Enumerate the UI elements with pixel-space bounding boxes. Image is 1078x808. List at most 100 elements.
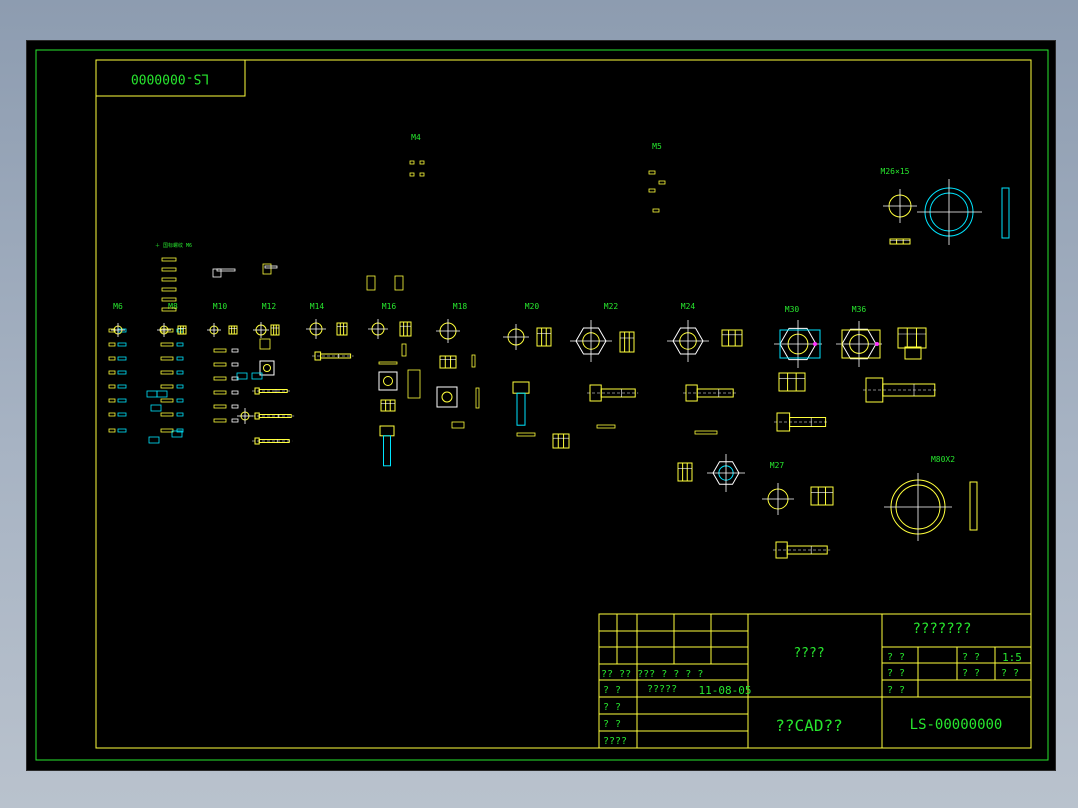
nut-side-view — [177, 325, 187, 335]
bolt-top-view — [306, 319, 326, 339]
small-part — [161, 257, 177, 262]
nut-side-view — [810, 486, 834, 506]
nut-side-view — [778, 372, 806, 392]
small-part — [694, 430, 718, 435]
small-part — [117, 342, 127, 347]
small-part — [475, 387, 480, 409]
size-label: M80X2 — [931, 455, 955, 464]
nut-side-view — [677, 462, 693, 482]
small-part — [231, 376, 239, 381]
size-label: M6 — [113, 302, 123, 311]
size-label: M30 — [785, 305, 800, 314]
m30-hex-box — [779, 329, 821, 359]
small-part — [176, 356, 184, 361]
small-part — [176, 342, 184, 347]
small-part — [409, 172, 415, 177]
small-part — [419, 160, 425, 165]
small-part — [160, 328, 174, 333]
small-part — [516, 432, 536, 437]
small-part — [394, 275, 404, 291]
square-nut-view — [436, 386, 458, 408]
title-drawing-no: LS-00000000 — [910, 717, 1003, 733]
small-part — [160, 370, 174, 375]
small-part — [176, 370, 184, 375]
size-label: M27 — [770, 461, 785, 470]
size-label: M4 — [411, 133, 421, 142]
small-part — [117, 398, 127, 403]
small-part — [108, 370, 116, 375]
hex-nut-top-view — [667, 320, 709, 362]
small-part — [161, 297, 177, 302]
small-part — [108, 356, 116, 361]
small-part — [108, 398, 116, 403]
small-part — [407, 369, 421, 399]
small-part — [148, 436, 160, 444]
small-part — [160, 342, 174, 347]
hex-nut-top-view — [707, 454, 745, 492]
small-part — [262, 263, 272, 275]
bolt-top-view — [436, 319, 460, 343]
stamp-box — [95, 59, 246, 97]
ring-side-view — [1001, 187, 1010, 239]
small-part — [160, 356, 174, 361]
bolt-top-view — [368, 319, 388, 339]
size-label: M24 — [681, 302, 696, 311]
small-part — [231, 362, 239, 367]
small-part — [176, 428, 184, 433]
small-part — [176, 384, 184, 389]
small-part — [648, 188, 656, 193]
bolt-vertical-view — [379, 425, 395, 467]
title-row-label-5: ???? — [603, 736, 627, 747]
small-part — [213, 376, 227, 381]
small-part — [160, 412, 174, 417]
hex-nut-top-view — [570, 320, 612, 362]
small-part — [213, 390, 227, 395]
bolt-top-view — [883, 189, 917, 223]
bolt-side-view — [252, 387, 291, 395]
small-part — [161, 287, 177, 292]
small-part — [108, 342, 116, 347]
size-label: M22 — [604, 302, 619, 311]
nut-side-view — [721, 329, 743, 347]
small-part — [150, 404, 162, 412]
bolt-side-view — [774, 412, 829, 432]
square-nut-view — [378, 371, 398, 391]
bolt-top-view — [207, 323, 221, 337]
small-part — [648, 170, 656, 175]
size-label: M8 — [168, 302, 178, 311]
title-cell-q1: ? ? — [887, 668, 905, 679]
thread-note: ＋ 国标螺纹 M6 — [155, 242, 192, 249]
title-cell-q3: ? ? — [1001, 668, 1019, 679]
title-row-label-3: ? ? — [603, 702, 621, 713]
bolt-side-view — [312, 351, 354, 361]
m36-marker — [875, 342, 879, 346]
nut-side-view — [270, 324, 280, 336]
size-label: M5 — [652, 142, 662, 151]
title-row-label-2: ? ? — [603, 685, 621, 696]
small-part — [231, 404, 239, 409]
nut-side-view — [897, 327, 927, 349]
nut-side-view — [619, 331, 635, 353]
small-part — [419, 172, 425, 177]
m30-marker — [813, 342, 817, 346]
small-part — [213, 348, 227, 353]
size-label: M36 — [852, 305, 867, 314]
small-part — [259, 338, 271, 350]
bolt-side-view — [252, 412, 295, 420]
size-label: M18 — [453, 302, 468, 311]
title-weight-label: ? ? — [887, 652, 905, 663]
square-nut-view — [259, 360, 275, 376]
bolt-top-view — [237, 408, 253, 424]
small-part — [108, 428, 116, 433]
small-part — [231, 418, 239, 423]
small-part — [652, 208, 660, 213]
small-part — [264, 265, 278, 269]
small-part — [401, 343, 407, 357]
small-part — [658, 180, 666, 185]
size-label: M14 — [310, 302, 325, 311]
small-part — [451, 421, 465, 429]
small-part — [108, 412, 116, 417]
